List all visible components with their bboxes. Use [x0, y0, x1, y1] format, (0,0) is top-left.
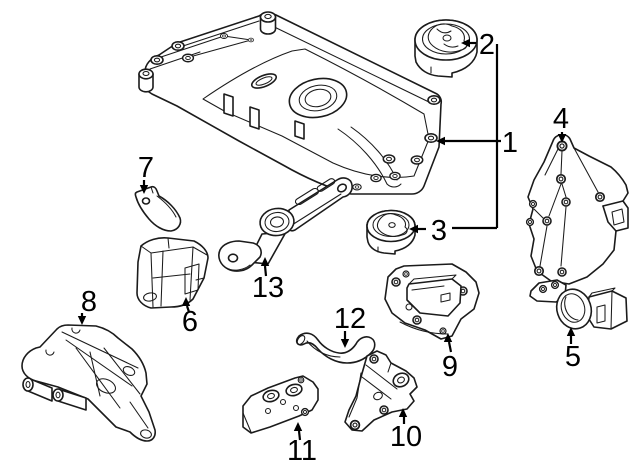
callout-9-leader: [447, 341, 453, 353]
part-4-bracket-drawing: [525, 133, 629, 285]
callout-13-leader: [263, 265, 268, 277]
part-7-bracket-drawing: [134, 185, 182, 232]
callout-5: 5: [565, 327, 581, 373]
callout-4-label: 4: [553, 103, 569, 135]
callout-3-label: 3: [431, 215, 447, 247]
part-6-engine-mount-drawing: [136, 237, 209, 309]
callout-7: 7: [138, 152, 154, 194]
callout-12-arrowhead: [340, 339, 350, 348]
callout-12-label: 12: [334, 303, 366, 335]
callout-13: 13: [252, 257, 284, 304]
callout-2: 2: [461, 29, 499, 228]
callout-6-label: 6: [182, 306, 198, 338]
part-9-trans-mount-drawing: [384, 263, 480, 340]
callout-10-label: 10: [390, 421, 422, 453]
callout-9-label: 9: [442, 351, 458, 383]
callout-11-arrowhead: [293, 422, 303, 431]
callout-8: 8: [77, 286, 97, 325]
callout-7-label: 7: [138, 152, 154, 184]
callout-11: 11: [287, 422, 317, 467]
part-11-bracket-drawing: [242, 375, 319, 434]
callout-1: 1: [436, 127, 518, 159]
callout-6-leader: [185, 305, 191, 313]
callout-13-label: 13: [252, 272, 284, 304]
part-2-bushing-drawing: [414, 19, 478, 78]
part-12-link-drawing: [296, 332, 376, 364]
callout-5-label: 5: [565, 341, 581, 373]
callout-3: 3: [409, 215, 497, 247]
part-1-subframe-drawing: [138, 11, 443, 195]
callout-9: 9: [442, 333, 458, 383]
callout-11-leader: [297, 430, 302, 441]
callout-1-label: 1: [502, 127, 518, 159]
callout-12: 12: [334, 303, 366, 348]
callout-11-label: 11: [287, 435, 317, 467]
callout-4: 4: [553, 103, 569, 143]
part-8-support-bracket-drawing: [21, 324, 156, 442]
part-13-torque-arm-drawing: [218, 177, 353, 272]
callout-6: 6: [181, 297, 198, 338]
callout-2-label: 2: [479, 29, 495, 61]
part-5-mount-drawing: [529, 279, 628, 330]
callout-10: 10: [390, 408, 422, 453]
part-3-bushing-drawing: [366, 209, 416, 255]
part-10-bracket-drawing: [344, 350, 418, 432]
callout-8-label: 8: [81, 286, 97, 318]
